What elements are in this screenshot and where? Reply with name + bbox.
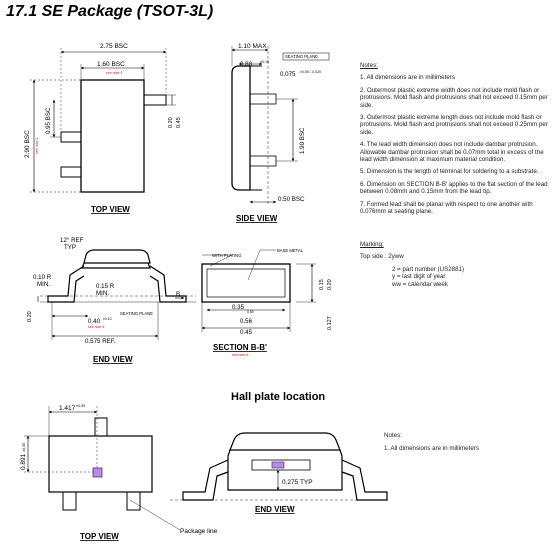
hall-dim-1417-tol: ±0.05: [76, 404, 85, 408]
dim-min-1: MIN.: [37, 281, 50, 288]
dim-035: 0.35: [232, 304, 245, 311]
hall-dim-0891: 0.891: [20, 453, 27, 470]
dim-088: 0.88: [240, 61, 253, 68]
package-line-label: Package line: [180, 528, 218, 535]
with-plating-label: WITH PLATING: [212, 253, 241, 258]
dim-r010: 0.10 R: [33, 274, 52, 281]
dim-015: 0.15: [319, 279, 325, 290]
dim-max-height: 1.10 MAX: [238, 43, 267, 50]
base-metal-label: BASE METAL: [277, 248, 304, 253]
dim-0075: 0.075: [280, 71, 296, 78]
marking-heading: Marking:: [360, 241, 384, 248]
dim-body-width: 2.75 BSC: [100, 43, 128, 50]
top-view-drawing: [30, 48, 176, 193]
dim-pitch-095: 0.95 BSC: [45, 107, 52, 134]
hall-dim-0275: 0.275 TYP: [282, 479, 313, 486]
section-label: SECTION B-B': [213, 343, 267, 352]
see-note-6: see note 6: [232, 353, 248, 357]
dim-045: 0.45: [176, 117, 182, 128]
marking-block: Marking: Top side : 2yww 2 = part number…: [360, 241, 550, 288]
dim-088-tol: ±0.10: [260, 60, 269, 64]
notes-heading: Notes:: [360, 62, 378, 69]
dim-r015: 0.15 R: [96, 283, 115, 290]
b-mark: B: [176, 291, 180, 298]
dim-height: 2.90 BSC: [24, 130, 31, 158]
note-7: 7. Formed lead shall be planar with resp…: [360, 200, 533, 216]
dim-pin-pitch: 1.60 BSC: [97, 61, 125, 68]
dim-0075-tol: ±0.05 / -0.025: [300, 70, 321, 74]
section-bb-drawing: [201, 249, 316, 332]
page-title: 17.1 SE Package (TSOT-3L): [6, 3, 214, 20]
dim-190: 1.90 BSC: [299, 127, 306, 154]
hall-note-1: 1. All dimensions are in millimeters: [384, 445, 479, 453]
hall-end-view-label: END VIEW: [255, 505, 295, 514]
note-1: 1. All dimensions are in millimeters: [360, 74, 455, 82]
seating-plane-label-2: SEATING PLANE: [120, 311, 153, 316]
dim-056: 0.56: [240, 318, 253, 325]
hall-dim-1417: 1.417: [59, 405, 76, 412]
dim-050: 0.50 BSC: [278, 196, 305, 203]
end-view-drawing: [37, 249, 196, 340]
see-note-2: see note 2: [35, 138, 39, 154]
hall-dim-0891-tol: ±0.05: [22, 443, 26, 452]
note-3: 3. Outermost plastic extreme length does…: [360, 114, 548, 136]
notes-block: Notes: 1. All dimensions are in millimet…: [360, 62, 556, 216]
dim-min-2: MIN.: [96, 290, 109, 297]
hall-notes-block: Notes: 1. All dimensions are in millimet…: [384, 432, 554, 453]
note-5: 5. Dimension is the length of terminal f…: [360, 168, 539, 176]
dim-040-tol: ±0.10: [103, 317, 112, 321]
note-4: 4. The lead width dimension does not inc…: [360, 141, 544, 164]
dim-typ: TYP: [64, 244, 76, 251]
dim-020: 0.20: [168, 117, 174, 128]
hall-notes-heading: Notes:: [384, 432, 402, 439]
note-6: 6. Dimension on SECTION B-B' applies to …: [360, 180, 548, 196]
dim-12-ref: 12° REF: [60, 237, 84, 244]
dim-0127: 0.127: [327, 316, 333, 330]
side-view-label: SIDE VIEW: [236, 214, 278, 223]
top-view-label: TOP VIEW: [91, 205, 130, 214]
dim-0575: 0.575 REF.: [85, 338, 116, 345]
dim-056b: 0.45: [240, 329, 253, 336]
hall-end-view-drawing: [170, 432, 390, 501]
marking-line-3: ww = calendar week: [392, 280, 448, 288]
note-2: 2. Outermost plastic extreme width does …: [360, 86, 548, 109]
dim-040: 0.40: [88, 318, 101, 325]
hall-top-view-drawing: [24, 406, 181, 531]
see-note-4: see note 4: [88, 325, 104, 329]
marking-top-side: Top side : 2yww: [360, 253, 404, 261]
see-note-3: see note 3: [106, 71, 122, 75]
hall-title: Hall plate location: [231, 391, 325, 403]
dim-020c: 0.20: [327, 279, 333, 290]
dim-035-tol: 0.50: [247, 310, 254, 314]
seating-plane-label: SEATING PLANE: [285, 54, 318, 59]
side-view-drawing: [231, 46, 330, 205]
end-view-label: END VIEW: [93, 355, 133, 364]
dim-020b: 0.20: [27, 311, 33, 322]
marking-line-2: y = last digit of year: [392, 273, 446, 281]
hall-top-view-label: TOP VIEW: [80, 532, 119, 541]
marking-line-1: 2 = part number (US2881): [392, 265, 465, 273]
